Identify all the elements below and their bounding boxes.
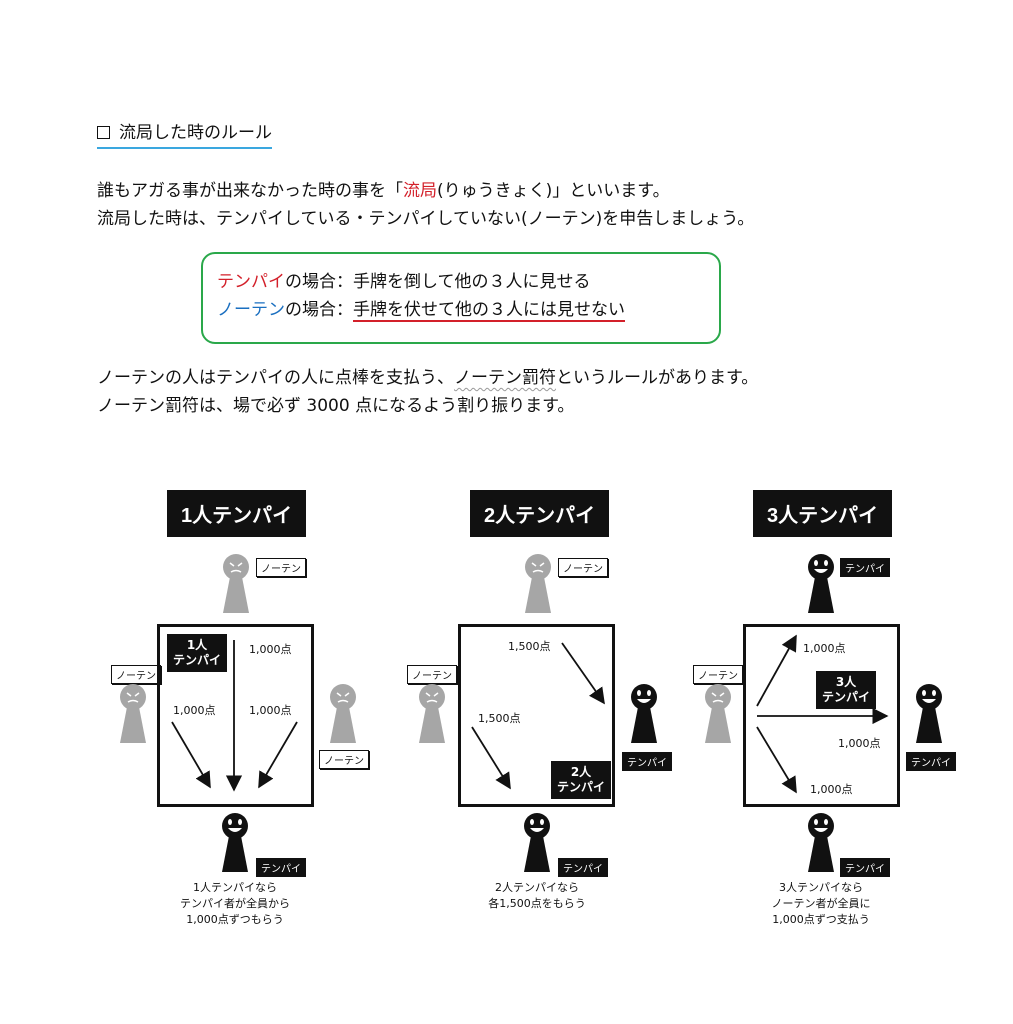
noten-bappu-term: ノーテン罰符 — [454, 368, 556, 388]
tenpai-label: テンパイ — [622, 752, 672, 771]
noten-player-figure — [330, 684, 356, 743]
ryukyoku-term: 流局 — [403, 181, 437, 201]
tenpai-term: テンパイ — [217, 272, 285, 292]
section-heading: 流局した時のルール — [97, 118, 272, 149]
callout-tenpai-line: テンパイの場合：手牌を倒して他の３人に見せる — [217, 272, 591, 292]
box-label: 2人 テンパイ — [551, 761, 612, 799]
tenpai-player-figure — [222, 813, 248, 872]
amount-label: 1,000点 — [249, 704, 292, 717]
table-square — [458, 624, 615, 807]
noten-player-figure — [223, 554, 249, 613]
diagram-title: 2人テンパイ — [470, 490, 610, 537]
amount-label: 1,000点 — [803, 642, 846, 655]
diagram-title: 1人テンパイ — [167, 490, 307, 537]
noten-rule-underlined: 手牌を伏せて他の３人には見せない — [353, 300, 625, 322]
diagram-caption: 3人テンパイなら ノーテン者が全員に 1,000点ずつ支払う — [771, 881, 871, 926]
tenpai-player-figure — [631, 684, 657, 743]
noten-label: ノーテン — [558, 558, 608, 577]
tenpai-label: テンパイ — [840, 858, 890, 877]
amount-label: 1,000点 — [838, 737, 881, 750]
table-square — [743, 624, 900, 807]
noten-player-figure — [705, 684, 731, 743]
arrow-down-right — [471, 726, 511, 790]
tenpai-player-figure — [808, 554, 834, 613]
amount-label: 1,000点 — [249, 643, 292, 656]
intro-line-1: 誰もアガる事が出来なかった時の事を「流局(りゅうきょく)」といいます。 — [97, 181, 670, 201]
noten-player-figure — [419, 684, 445, 743]
noten-term: ノーテン — [217, 300, 285, 320]
diagram-title: 3人テンパイ — [753, 490, 893, 537]
tenpai-player-figure — [524, 813, 550, 872]
noten-player-figure — [120, 684, 146, 743]
penalty-line-1: ノーテンの人はテンパイの人に点棒を支払う、ノーテン罰符というルールがあります。 — [97, 368, 759, 388]
penalty-line-2: ノーテン罰符は、場で必ず 3000 点になるよう割り振ります。 — [97, 396, 575, 416]
tenpai-noten-callout: テンパイの場合：手牌を倒して他の３人に見せる ノーテンの場合：手牌を伏せて他の３… — [201, 252, 721, 344]
checkbox-square-icon — [97, 126, 110, 139]
tenpai-player-figure — [916, 684, 942, 743]
amount-label: 1,000点 — [173, 704, 216, 717]
callout-noten-line: ノーテンの場合：手牌を伏せて他の３人には見せない — [217, 300, 625, 322]
diagram-caption: 1人テンパイなら テンパイ者が全員から 1,000点ずつもらう — [180, 881, 290, 926]
arrow-down-right — [561, 642, 605, 705]
intro-paragraph: 誰もアガる事が出来なかった時の事を「流局(りゅうきょく)」といいます。 流局した… — [97, 177, 754, 233]
tenpai-label: テンパイ — [256, 858, 306, 877]
tenpai-label: テンパイ — [558, 858, 608, 877]
table-square — [157, 624, 314, 807]
tenpai-player-figure — [808, 813, 834, 872]
box-label: 1人 テンパイ — [167, 634, 228, 672]
noten-player-figure — [525, 554, 551, 613]
amount-label: 1,500点 — [478, 712, 521, 725]
noten-label: ノーテン — [256, 558, 306, 577]
noten-label: ノーテン — [319, 750, 369, 769]
arrow-up-right — [756, 634, 797, 707]
arrow-down-right — [756, 726, 797, 794]
arrow-down-left — [258, 721, 298, 789]
box-label: 3人 テンパイ — [816, 671, 877, 709]
noten-label: ノーテン — [111, 665, 161, 684]
amount-label: 1,000点 — [810, 783, 853, 796]
intro-line-2: 流局した時は、テンパイしている・テンパイしていない(ノーテン)を申告しましょう。 — [97, 209, 755, 229]
tenpai-label: テンパイ — [906, 752, 956, 771]
noten-label: ノーテン — [693, 665, 743, 684]
penalty-paragraph: ノーテンの人はテンパイの人に点棒を支払う、ノーテン罰符というルールがあります。 … — [97, 364, 758, 420]
arrow-down-right — [171, 721, 211, 789]
tenpai-label: テンパイ — [840, 558, 890, 577]
amount-label: 1,500点 — [508, 640, 551, 653]
diagram-caption: 2人テンパイなら 各1,500点をもらう — [488, 881, 586, 910]
noten-label: ノーテン — [407, 665, 457, 684]
